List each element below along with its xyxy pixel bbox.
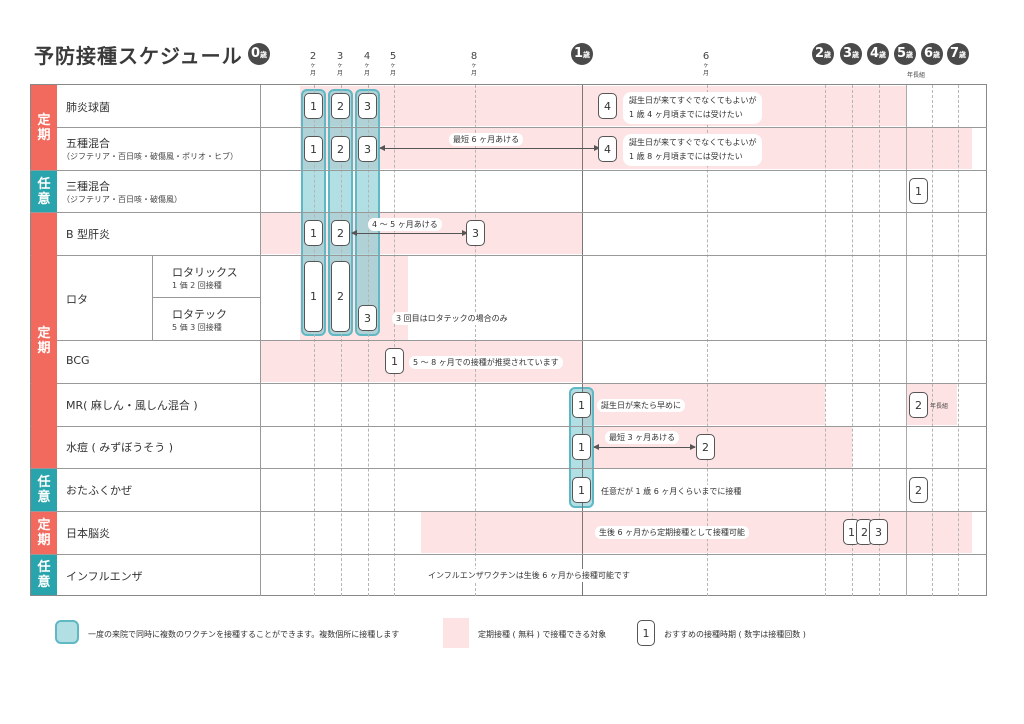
age-0-marker: 0歳 [248,43,270,65]
vaccine-name-rotarix: ロタリックス [172,266,238,279]
vaccine-name-influenza: インフルエンザ [66,570,143,583]
page-title: 予防接種スケジュール [34,44,243,68]
row-separator [30,554,987,555]
dose-sanshu-1: 1 [909,178,928,204]
row-separator [30,383,987,384]
row-separator [30,170,987,171]
name-column-divider [260,85,261,596]
dose-suito-1: 1 [572,434,591,460]
age-6-marker: 6歳 [921,43,943,65]
vaccine-name-mr: MR( 麻しん・風しん混合 ) [66,399,198,412]
vaccine-name-goshu: 五種混合 [66,137,110,150]
category-nin-i-2: 任意 [31,469,57,511]
dose-goshu-4: 4 [598,136,617,162]
dose-haien-2: 2 [331,93,350,119]
row-separator [30,255,987,256]
vaccine-name-nihon-noen: 日本脳炎 [66,527,110,540]
row-separator [30,468,987,469]
row-separator [30,212,987,213]
kindergarten-header: 年長組 [907,72,926,79]
note-mr: 誕生日が来たら早めに [597,399,685,412]
note-suito-interval: 最短 3 ヶ月あける [605,431,680,444]
note-mr-kinder: 年長組 [930,403,949,410]
category-teiki-2: 定期 [31,213,57,468]
age-2-marker: 2歳 [812,43,834,65]
dose-haien-3: 3 [358,93,377,119]
row-separator [30,127,987,128]
vaccine-name-suito: 水痘 ( みずぼうそう ) [66,441,174,454]
vaccine-name-haien: 肺炎球菌 [66,101,110,114]
vaccine-sub-rotarix: 1 価 2 回接種 [172,281,222,290]
legend-pink-swatch [443,618,469,648]
note-influenza: インフルエンザワクチンは生後 6 ヶ月から接種可能です [424,569,634,582]
note-rotateq: 3 回目はロタテックの場合のみ [392,312,512,325]
vaccine-sub-sanshu: （ジフテリア・百日咳・破傷風） [62,195,182,204]
vaccine-name-rota: ロタ [66,293,88,306]
dose-mr-2: 2 [909,392,928,418]
dose-otafuku-1: 1 [572,477,591,503]
rota-sub-divider [152,256,153,340]
category-teiki-3: 定期 [31,512,57,554]
dose-bkan-2: 2 [331,220,350,246]
legend-dose-sample: 1 [637,620,655,646]
note-noen: 生後 6 ヶ月から定期接種として接種可能 [595,526,749,539]
vaccine-name-rotateq: ロタテック [172,308,227,321]
dose-rotateq-3: 3 [358,305,377,331]
age-3-marker: 3歳 [840,43,862,65]
note-otafuku: 任意だが 1 歳 6 ヶ月くらいまでに接種 [597,485,746,498]
goshu-interval-arrow [379,145,600,151]
category-teiki-1: 定期 [31,85,57,170]
vaccine-sub-goshu: （ジフテリア・百日咳・破傷風・ポリオ・ヒブ） [62,152,238,161]
vaccine-name-bkan: B 型肝炎 [66,228,111,241]
note-bcg: 5 〜 8 ヶ月での接種が推奨されています [409,356,563,369]
legend-teal-text: 一度の来院で同時に複数のワクチンを接種することができます。複数個所に接種します [88,630,400,639]
row-separator [30,426,987,427]
vaccine-name-bcg: BCG [66,354,90,367]
dose-otafuku-2: 2 [909,477,928,503]
dose-bkan-1: 1 [304,220,323,246]
bkan-interval-arrow [351,230,468,236]
dose-rota-2: 2 [331,261,350,332]
dose-noen-3: 3 [869,519,888,545]
row-separator [152,297,260,298]
dose-suito-2: 2 [696,434,715,460]
dose-goshu-3: 3 [358,136,377,162]
age-5-marker: 5歳 [894,43,916,65]
category-nin-i-1: 任意 [31,171,57,212]
dose-haien-4: 4 [598,93,617,119]
dose-haien-1: 1 [304,93,323,119]
dose-bcg-1: 1 [385,348,404,374]
vaccine-name-otafuku: おたふくかぜ [66,484,132,497]
legend-dose-text: おすすめの接種時期 ( 数字は接種回数 ) [664,630,806,639]
note-bkan-interval: 4 〜 5 ヶ月あける [368,218,442,231]
row-separator [30,340,987,341]
age-4-marker: 4歳 [867,43,889,65]
dose-rota-1: 1 [304,261,323,332]
dose-bkan-3: 3 [466,220,485,246]
dose-goshu-2: 2 [331,136,350,162]
age-7-marker: 7歳 [947,43,969,65]
legend-teal-swatch [55,620,79,644]
dose-mr-1: 1 [572,392,591,418]
suito-interval-arrow [593,444,696,450]
vaccine-sub-rotateq: 5 価 3 回接種 [172,323,222,332]
row-separator [30,511,987,512]
legend-pink-text: 定期接種 ( 無料 ) で接種できる対象 [478,630,607,639]
vaccine-name-sanshu: 三種混合 [66,180,110,193]
note-goshu-interval: 最短 6 ヶ月あける [449,133,524,146]
dose-goshu-1: 1 [304,136,323,162]
category-nin-i-3: 任意 [31,555,57,595]
age-1-marker: 1歳 [571,43,593,65]
